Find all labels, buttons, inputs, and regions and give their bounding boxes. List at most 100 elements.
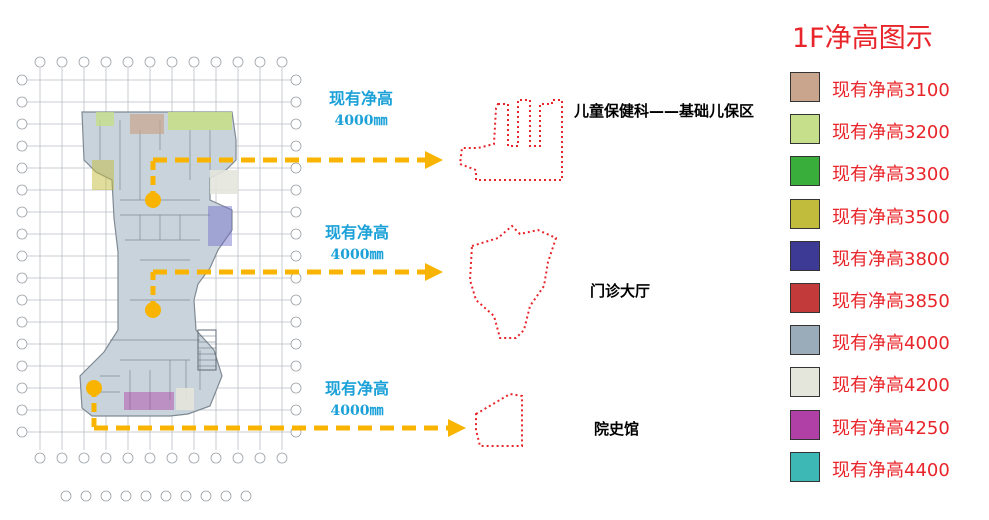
grid-bubble [290, 206, 302, 218]
zone-3800-right [208, 206, 232, 246]
arrow-to-outpatient-hall [145, 263, 443, 318]
grid-bubble [180, 490, 192, 502]
legend-label: 现有净高4000 [832, 333, 950, 355]
grid-bubble [276, 56, 288, 68]
grid-bubble [16, 140, 28, 152]
legend-label: 现有净高3800 [832, 248, 950, 270]
callout-2-value: 4000㎜ [330, 247, 384, 263]
grid-bubble [290, 250, 302, 262]
grid-bubble [144, 56, 156, 68]
grid-bubble [16, 184, 28, 196]
callout-3-title: 现有净高 [324, 379, 389, 398]
zone-4250-bottom [124, 392, 174, 410]
legend-label: 现有净高3300 [832, 164, 950, 186]
legend-swatch [790, 198, 820, 229]
zone-label-history-museum: 院史馆 [594, 420, 640, 438]
zone-label-children-health: 儿童保健科——基础儿保区 [574, 102, 755, 120]
grid-bubble [16, 206, 28, 218]
grid-bubble [188, 452, 200, 464]
legend-label: 现有净高4400 [832, 459, 950, 481]
grid-bubble [276, 452, 288, 464]
grid-bubble [16, 250, 28, 262]
legend-title: 1F净高图示 [792, 23, 933, 54]
legend-label: 现有净高3500 [832, 206, 950, 228]
grid-bubble [16, 316, 28, 328]
legend-item: 现有净高4400 [790, 451, 980, 484]
grid-bubble [140, 490, 152, 502]
history-museum-zone-outline [475, 392, 523, 447]
grid-bubble [254, 56, 266, 68]
grid-bubble [166, 56, 178, 68]
grid-bubble [290, 74, 302, 86]
grid-bubble [34, 56, 46, 68]
callout-1-title: 现有净高 [328, 89, 393, 108]
grid-bubble [100, 452, 112, 464]
grid-axis-bubbles [16, 56, 302, 502]
zone-3100-top [130, 114, 164, 134]
legend-swatch [790, 451, 820, 482]
legend-item: 现有净高3100 [790, 72, 980, 104]
grid-bubble [80, 490, 92, 502]
grid-bubble [16, 404, 28, 416]
grid-bubble [120, 490, 132, 502]
arrow-to-children-health [145, 151, 443, 208]
grid-bubble [232, 452, 244, 464]
grid-bubble [56, 56, 68, 68]
grid-bubble [290, 96, 302, 108]
legend-swatch [790, 240, 820, 271]
legend-label: 现有净高4200 [832, 375, 950, 397]
grid-bubble [200, 490, 212, 502]
grid-bubble [290, 162, 302, 174]
legend-label: 现有净高3100 [832, 80, 950, 101]
legend-swatch [790, 114, 820, 145]
zone-label-outpatient-hall: 门诊大厅 [590, 282, 651, 300]
legend-label: 现有净高3200 [832, 122, 950, 144]
grid-bubble [232, 56, 244, 68]
grid-bubble [220, 490, 232, 502]
grid-bubble [290, 184, 302, 196]
legend-item: 现有净高3850 [790, 283, 980, 315]
grid-bubble [290, 294, 302, 306]
grid-bubble [16, 118, 28, 130]
legend-item: 现有净高4200 [790, 367, 980, 399]
grid-bubble [16, 426, 28, 438]
callout-1-value: 4000㎜ [334, 113, 388, 129]
grid-bubble [290, 360, 302, 372]
stair-treads [198, 335, 216, 367]
grid-bubble [122, 452, 134, 464]
grid-bubble [60, 490, 72, 502]
grid-bubble [210, 452, 222, 464]
legend-label: 现有净高3850 [832, 291, 950, 312]
legend-item: 现有净高3500 [790, 198, 980, 231]
clear-height-callout-2: 现有净高 4000㎜ [310, 222, 404, 266]
grid-bubble [290, 338, 302, 350]
zone-4200-right [210, 170, 238, 194]
grid-bubble [56, 452, 68, 464]
legend-item: 现有净高4000 [790, 325, 980, 357]
legend-swatch [790, 409, 820, 440]
grid-bubble [188, 56, 200, 68]
outpatient-hall-zone-outline [468, 224, 558, 339]
grid-bubble [100, 490, 112, 502]
grid-bubble [34, 452, 46, 464]
grid-bubble [290, 118, 302, 130]
grid-bubble [16, 294, 28, 306]
clear-height-callout-3: 现有净高 4000㎜ [310, 378, 404, 422]
arrow-to-history-museum [86, 380, 466, 437]
grid-bubble [166, 452, 178, 464]
legend-swatch [790, 325, 820, 356]
grid-bubble [290, 228, 302, 240]
grid-bubble [16, 96, 28, 108]
clear-height-callout-1: 现有净高 4000㎜ [314, 88, 408, 132]
grid-bubble [16, 360, 28, 372]
grid-bubble [78, 56, 90, 68]
grid-bubble [290, 316, 302, 328]
grid-bubble [290, 382, 302, 394]
grid-bubble [290, 140, 302, 152]
grid-bubble [16, 228, 28, 240]
legend-item: 现有净高3300 [790, 156, 980, 188]
zone-3200-top [168, 112, 232, 130]
legend-swatch [790, 367, 820, 398]
zone-4200-bottom [176, 388, 194, 410]
